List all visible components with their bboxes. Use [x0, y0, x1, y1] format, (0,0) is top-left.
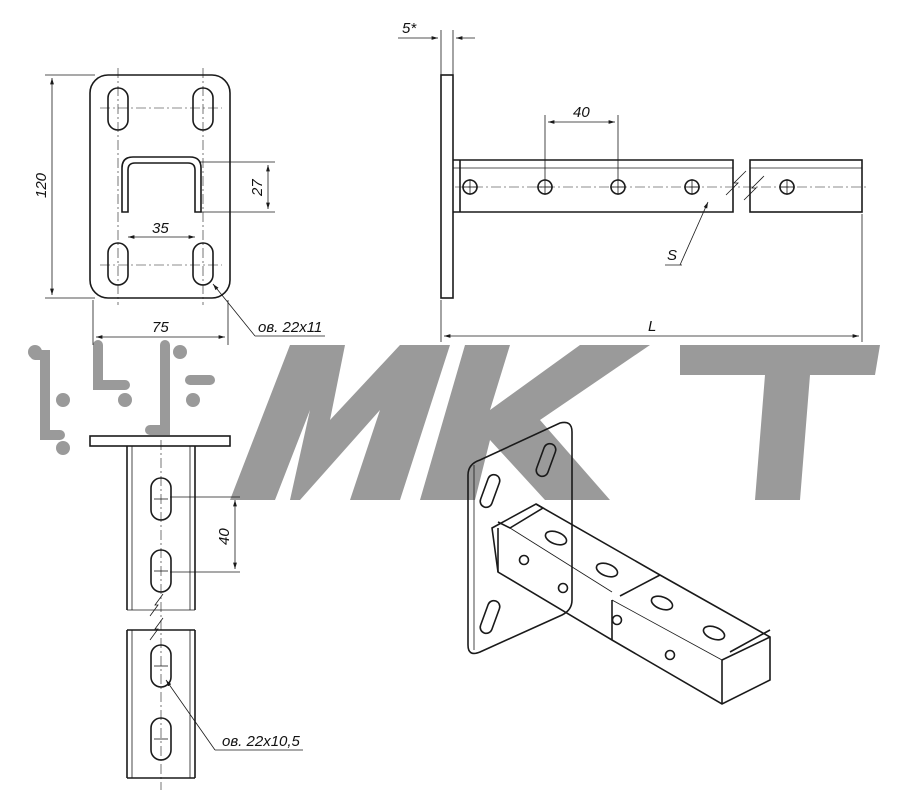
top-view-slots	[150, 477, 172, 761]
brand-symbol	[28, 340, 215, 455]
side-holes	[462, 179, 795, 195]
dim-35-label: 35	[152, 220, 169, 237]
bracket-side-view: 5* 40 S L	[398, 20, 868, 342]
dim-120-label: 120	[33, 172, 50, 198]
plate-front-view: 120 27 35 75 ов. 22х11	[33, 68, 325, 345]
bracket-isometric-view	[467, 421, 771, 705]
section-label: S	[667, 247, 677, 264]
dim-75-label: 75	[152, 319, 169, 336]
bracket-top-view: 40 ов. 22х10,5	[89, 435, 303, 790]
slot-note-top: ов. 22х11	[258, 319, 322, 336]
dim-length-label: L	[648, 318, 656, 335]
slot-note-bottom: ов. 22х10,5	[222, 733, 301, 750]
dim-27-label: 27	[249, 179, 266, 197]
brand-lettering	[230, 345, 880, 500]
brand-watermark	[28, 340, 880, 500]
dim-thickness-label: 5*	[402, 20, 417, 37]
dim-pitch-top-label: 40	[573, 104, 590, 121]
dim-pitch-side-label: 40	[216, 528, 233, 545]
